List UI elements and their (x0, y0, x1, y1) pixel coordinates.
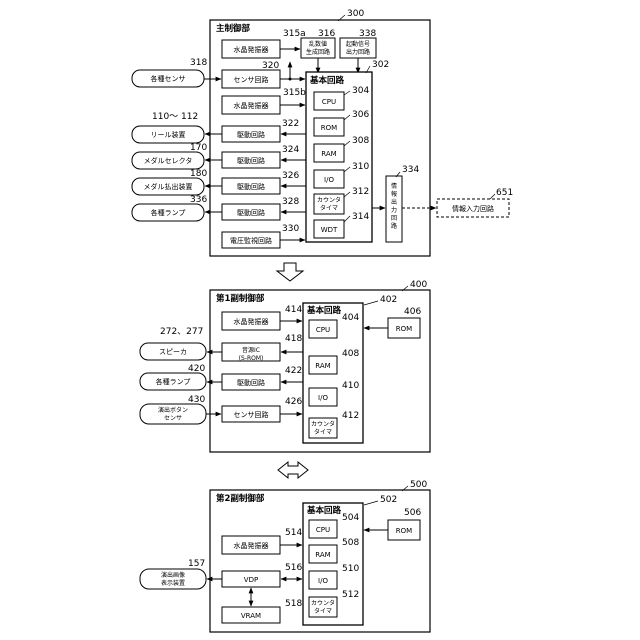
sub2-crystal-ref: 514 (285, 528, 302, 538)
vram-ref: 518 (285, 599, 302, 609)
cpu-304-label: CPU (322, 98, 336, 106)
start-signal-circuit-ref: 338 (359, 29, 376, 39)
sub1-sensor-ref: 426 (285, 397, 302, 407)
ram-308-label: RAM (321, 150, 336, 158)
wdt-314-ref: 314 (352, 212, 369, 222)
vdp-ref: 516 (285, 563, 302, 573)
cpu-404-label: CPU (316, 326, 330, 334)
sensor-circuit-label: センサ回路 (234, 75, 269, 84)
bidirectional-arrow-icon (278, 462, 308, 478)
various-sensors-label: 各種センサ (151, 74, 186, 83)
sub1-driver-label: 駆動回路 (237, 378, 265, 387)
medal-selector-ref: 170 (190, 143, 207, 153)
ram-308-ref: 308 (352, 136, 369, 146)
info-input-ref: 651 (496, 188, 513, 198)
down-arrow-icon (277, 263, 303, 281)
cpu-504-ref: 504 (342, 513, 359, 523)
io-410-label: I/O (318, 394, 328, 402)
ram-508-label: RAM (315, 551, 330, 559)
vdp-label: VDP (244, 576, 258, 584)
basic-circuit-502-label: 基本回路 (306, 505, 342, 516)
driver-328-ref: 328 (282, 197, 299, 207)
reel-device-label: リール装置 (151, 130, 186, 139)
driver-322-label: 駆動回路 (237, 130, 265, 139)
info-output-ref: 334 (402, 165, 419, 175)
medal-payout-label: メダル払出装置 (144, 182, 193, 191)
main-control-title: 主制御部 (216, 23, 251, 34)
ram-408-ref: 408 (342, 349, 359, 359)
basic-circuit-402-ref: 402 (380, 295, 397, 305)
basic-circuit-402-label: 基本回路 (306, 305, 342, 316)
io-510-label: I/O (318, 577, 328, 585)
main-control-ref: 300 (347, 9, 364, 19)
rom-506-label: ROM (396, 527, 412, 535)
info-input-label: 情報入力回路 (452, 204, 494, 213)
basic-circuit-302-label: 基本回路 (309, 75, 345, 86)
sub2-title: 第2副制御部 (216, 493, 265, 504)
counter-timer-512-ref: 512 (342, 590, 359, 600)
various-lamps-label: 各種ランプ (151, 208, 186, 217)
sub2-crystal-label: 水晶発振器 (234, 541, 269, 550)
rom-306-label: ROM (321, 124, 337, 132)
vram-label: VRAM (241, 612, 261, 620)
speaker-ref: 272、277 (160, 327, 203, 337)
basic-circuit-502-ref: 502 (380, 495, 397, 505)
cpu-404-ref: 404 (342, 313, 359, 323)
various-lamps-2-label: 各種ランプ (156, 377, 191, 386)
rom-406-label: ROM (396, 325, 412, 333)
sub-control-unit-1: 第1副制御部 400 水晶発振器 414 音源IC(S-ROM) 418 駆動回… (210, 280, 430, 452)
button-sensor-ref: 430 (188, 395, 205, 405)
driver-326-label: 駆動回路 (237, 182, 265, 191)
voltage-monitor-ref: 330 (282, 224, 299, 234)
io-310-ref: 310 (352, 162, 369, 172)
sub1-ref: 400 (410, 280, 427, 290)
io-310-label: I/O (324, 176, 334, 184)
cpu-504-label: CPU (316, 526, 330, 534)
sub-control-unit-2: 第2副制御部 500 水晶発振器 514 VDP 516 VRAM 518 基本… (210, 480, 430, 632)
counter-timer-312-ref: 312 (352, 187, 369, 197)
sub1-title: 第1副制御部 (216, 293, 265, 304)
sub2-ref: 500 (410, 480, 427, 490)
io-410-ref: 410 (342, 381, 359, 391)
sound-ic-ref: 418 (285, 334, 302, 344)
random-number-circuit-ref: 316 (318, 29, 335, 39)
ram-508-ref: 508 (342, 538, 359, 548)
various-sensors-ref: 318 (190, 58, 207, 68)
cpu-304-ref: 304 (352, 86, 369, 96)
crystal-oscillator-a-label: 水晶発振器 (234, 45, 269, 54)
display-device-ref: 157 (188, 559, 205, 569)
counter-timer-412-ref: 412 (342, 411, 359, 421)
sub1-sensor-label: センサ回路 (234, 410, 269, 419)
speaker-label: スピーカ (159, 348, 187, 356)
reel-device-ref: 110〜 112 (152, 112, 198, 122)
medal-payout-ref: 180 (190, 169, 207, 179)
main-control-unit: 主制御部 300 水晶発振器 315a 乱数値生成回路 316 起動信号出力回路… (210, 9, 436, 256)
driver-324-ref: 324 (282, 145, 299, 155)
medal-selector-label: メダルセレクタ (144, 156, 193, 165)
basic-circuit-302-ref: 302 (372, 60, 389, 70)
driver-322-ref: 322 (282, 119, 299, 129)
rom-406-ref: 406 (404, 307, 421, 317)
driver-326-ref: 326 (282, 171, 299, 181)
rom-506-ref: 506 (404, 508, 421, 518)
wdt-314-label: WDT (321, 226, 338, 234)
io-510-ref: 510 (342, 564, 359, 574)
ram-408-label: RAM (315, 362, 330, 370)
crystal-oscillator-b-label: 水晶発振器 (234, 101, 269, 110)
crystal-oscillator-b-ref: 315b (283, 88, 306, 98)
sub1-crystal-label: 水晶発振器 (234, 317, 269, 326)
driver-324-label: 駆動回路 (237, 156, 265, 165)
various-lamps-ref: 336 (190, 195, 207, 205)
sub1-crystal-ref: 414 (285, 305, 302, 315)
various-lamps-2-ref: 420 (188, 364, 205, 374)
voltage-monitor-label: 電圧監視回路 (230, 236, 272, 245)
sensor-circuit-ref: 320 (262, 61, 279, 71)
driver-328-label: 駆動回路 (237, 208, 265, 217)
sub1-driver-ref: 422 (285, 366, 302, 376)
rom-306-ref: 306 (352, 110, 369, 120)
